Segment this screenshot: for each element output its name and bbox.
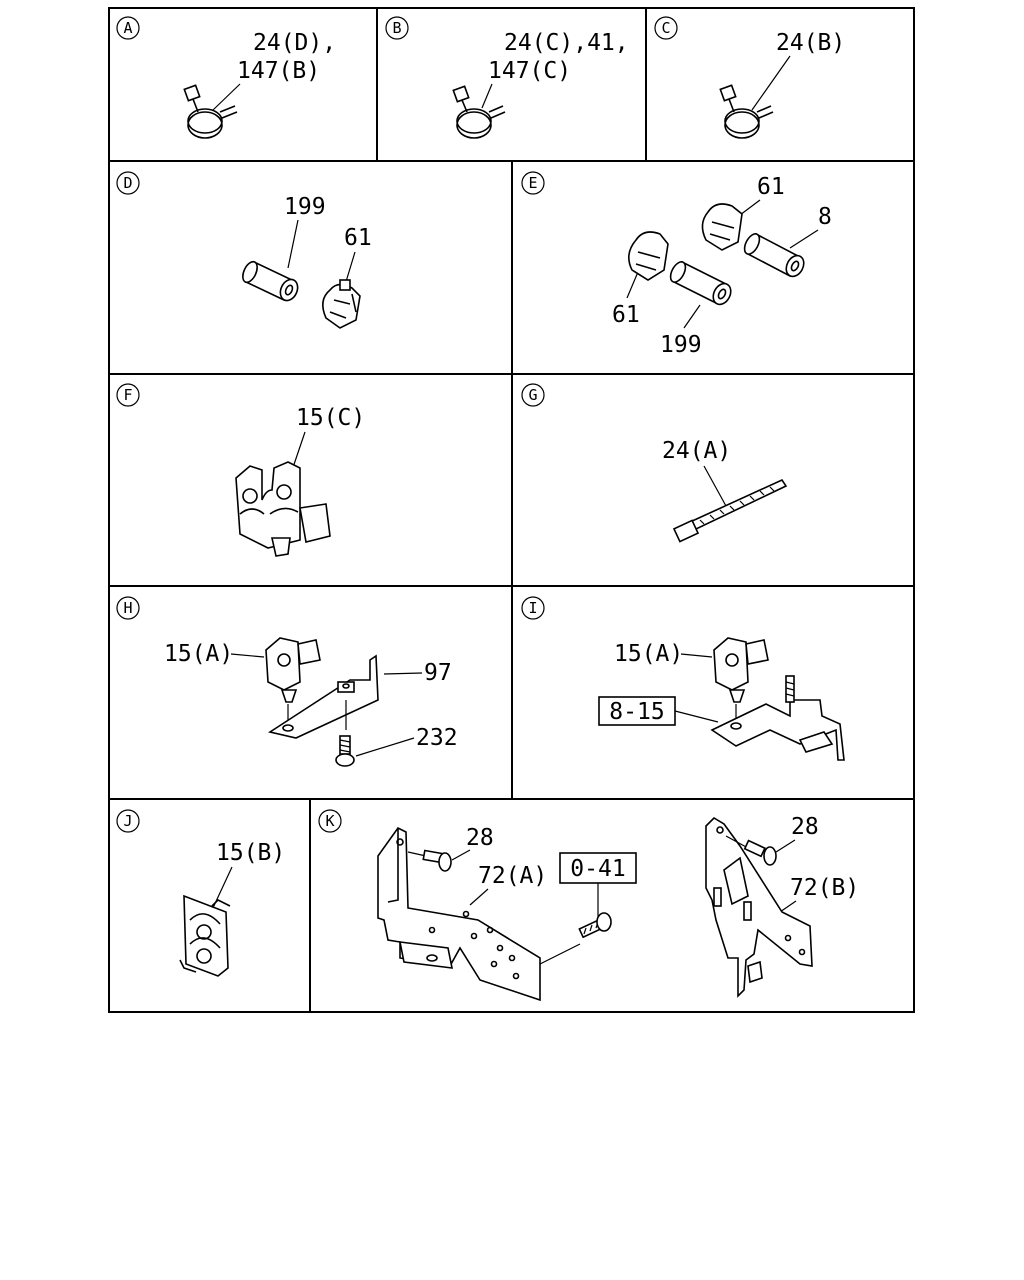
ref-box-8-15: 8-15 — [598, 696, 676, 726]
panel-i-letter: I — [528, 599, 537, 617]
part-label-28-left: 28 — [466, 825, 494, 851]
bolt-icon — [335, 735, 355, 767]
part-label-199: 199 — [660, 332, 702, 358]
clip-holder-icon — [322, 279, 361, 329]
panel-j-letter: J — [123, 812, 132, 830]
part-label-147c: 147(C) — [488, 58, 571, 84]
panel-i-marker: I — [521, 596, 545, 620]
part-label-147b: 147(B) — [237, 58, 320, 84]
sleeve-tube-icon — [242, 260, 299, 302]
panel-b-letter: B — [392, 19, 401, 37]
panel-a-marker: A — [116, 16, 140, 40]
part-label-61: 61 — [344, 225, 372, 251]
panel-c-marker: C — [654, 16, 678, 40]
panel-j: J 15(B) — [116, 809, 285, 977]
bracket-72b-icon — [705, 816, 813, 998]
bolt-28-icon — [422, 849, 452, 872]
panel-c-letter: C — [661, 19, 670, 37]
part-label-72b: 72(B) — [790, 875, 859, 901]
part-label-61-upper: 61 — [757, 174, 785, 200]
bolt-0-41-icon — [578, 912, 612, 939]
part-label-24a: 24(A) — [662, 438, 731, 464]
panel-k-marker: K — [318, 809, 342, 833]
panel-g-letter: G — [528, 386, 537, 404]
sleeve-tube-icon — [669, 260, 732, 306]
ref-box-0-41: 0-41 — [559, 852, 637, 884]
part-label-15b: 15(B) — [216, 840, 285, 866]
mounting-bracket-icon — [267, 654, 379, 739]
cable-tie-icon — [672, 478, 788, 543]
part-label-24c-41: 24(C),41, — [504, 30, 629, 56]
ref-label-0-41: 0-41 — [570, 856, 625, 882]
panel-d-marker: D — [116, 171, 140, 195]
part-label-15c: 15(C) — [296, 405, 365, 431]
panel-k-letter: K — [325, 812, 334, 830]
panel-e-marker: E — [521, 171, 545, 195]
hose-clamp-icon — [452, 85, 506, 139]
part-label-72a: 72(A) — [478, 863, 547, 889]
hose-clamp-icon — [719, 84, 774, 139]
sleeve-tube-icon — [743, 232, 805, 278]
part-label-24d: 24(D), — [253, 30, 336, 56]
panel-b: B 24(C),41, 147(C) — [385, 16, 629, 139]
panel-h-letter: H — [123, 599, 132, 617]
clip-holder-icon — [713, 637, 769, 703]
grid-frame — [108, 7, 915, 1013]
panel-b-marker: B — [385, 16, 409, 40]
panel-g: G 24(A) — [521, 383, 788, 543]
panel-a: A 24(D), 147(B) — [116, 16, 336, 139]
stud-bolt-icon — [713, 887, 752, 921]
panel-e: E 61 8 61 199 — [521, 171, 832, 358]
bolt-28-icon — [743, 839, 777, 866]
part-label-199: 199 — [284, 194, 326, 220]
double-clip-icon — [235, 461, 331, 557]
part-label-8: 8 — [818, 204, 832, 230]
mounting-bracket-icon — [710, 699, 845, 761]
ref-label-8-15: 8-15 — [609, 699, 664, 725]
panel-h: H 15(A) 97 232 — [116, 596, 458, 767]
part-label-97: 97 — [424, 660, 452, 686]
panel-j-marker: J — [116, 809, 140, 833]
panel-f-letter: F — [123, 386, 132, 404]
panel-f: F 15(C) — [116, 383, 365, 557]
bracket-72a-icon — [377, 826, 541, 1002]
panel-d-letter: D — [123, 174, 132, 192]
clip-holder-icon — [628, 231, 669, 281]
panel-k: K 28 72(A) 0-41 28 72(B) — [318, 809, 859, 1002]
clip-holder-icon — [701, 203, 743, 251]
panel-a-letter: A — [123, 19, 132, 37]
panel-i: I 15(A) 8-15 — [521, 596, 845, 761]
part-label-61-lower: 61 — [612, 302, 640, 328]
part-label-15a: 15(A) — [614, 641, 683, 667]
part-label-24b: 24(B) — [776, 30, 845, 56]
stacked-clip-icon — [179, 894, 231, 977]
clip-holder-icon — [265, 637, 321, 703]
panel-h-marker: H — [116, 596, 140, 620]
panel-f-marker: F — [116, 383, 140, 407]
panel-e-letter: E — [528, 174, 537, 192]
panel-d: D 199 61 — [116, 171, 372, 329]
part-label-15a: 15(A) — [164, 641, 233, 667]
panel-g-marker: G — [521, 383, 545, 407]
part-label-28-right: 28 — [791, 814, 819, 840]
hose-clamp-icon — [183, 84, 238, 139]
part-label-232: 232 — [416, 725, 458, 751]
stud-bolt-icon — [785, 675, 795, 703]
panel-c: C 24(B) — [654, 16, 845, 139]
